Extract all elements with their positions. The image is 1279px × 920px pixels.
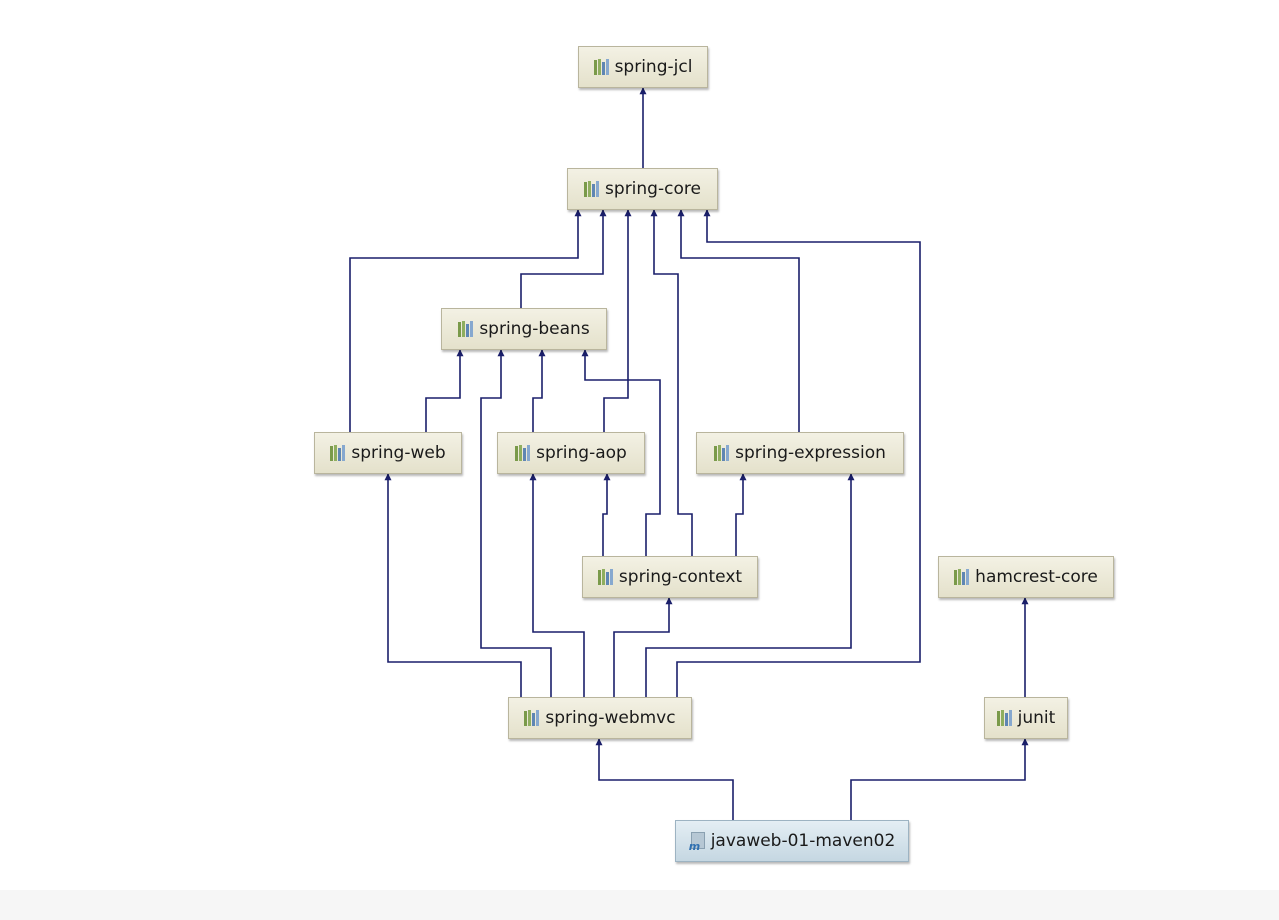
library-jar-icon <box>597 569 613 585</box>
edge-spring-expression-to-spring-core <box>677 209 800 432</box>
node-spring-core[interactable]: spring-core <box>567 168 718 210</box>
edge-spring-aop-to-spring-beans <box>532 349 546 432</box>
edge-spring-context-to-spring-beans <box>581 349 661 556</box>
node-junit[interactable]: junit <box>984 697 1068 739</box>
edge-spring-context-to-spring-core <box>650 209 693 556</box>
node-label: junit <box>1017 708 1056 728</box>
node-spring-beans[interactable]: spring-beans <box>441 308 607 350</box>
library-jar-icon <box>593 59 609 75</box>
edge-spring-context-to-spring-expression <box>735 473 747 556</box>
library-jar-icon <box>524 710 540 726</box>
edge-spring-context-to-spring-aop <box>602 473 611 556</box>
edge-spring-webmvc-to-spring-context <box>613 597 673 697</box>
dependency-edges <box>349 87 1029 820</box>
edge-spring-webmvc-to-spring-beans <box>480 349 552 697</box>
node-label: spring-beans <box>479 319 590 339</box>
node-label: spring-web <box>351 443 446 463</box>
library-jar-icon <box>458 321 474 337</box>
node-label: javaweb-01-maven02 <box>710 831 896 851</box>
edge-javaweb-01-maven02-to-junit <box>850 738 1029 820</box>
edge-spring-webmvc-to-spring-web <box>384 473 522 697</box>
library-jar-icon <box>330 445 346 461</box>
bottom-strip <box>0 890 1279 920</box>
node-spring-expression[interactable]: spring-expression <box>696 432 904 474</box>
edge-javaweb-01-maven02-to-spring-webmvc <box>595 738 734 820</box>
node-label: spring-jcl <box>614 57 693 77</box>
node-spring-jcl[interactable]: spring-jcl <box>578 46 708 88</box>
node-spring-webmvc[interactable]: spring-webmvc <box>508 697 692 739</box>
edge-spring-webmvc-to-spring-core <box>676 209 921 697</box>
edge-spring-aop-to-spring-core <box>603 209 632 432</box>
node-hamcrest-core[interactable]: hamcrest-core <box>938 556 1114 598</box>
library-jar-icon <box>954 569 970 585</box>
node-label: spring-webmvc <box>545 708 676 728</box>
edge-spring-webmvc-to-spring-expression <box>645 473 855 697</box>
node-label: spring-context <box>618 567 743 587</box>
edge-spring-webmvc-to-spring-aop <box>529 473 585 697</box>
node-spring-web[interactable]: spring-web <box>314 432 462 474</box>
edge-spring-web-to-spring-beans <box>425 349 464 432</box>
maven-module-icon: m <box>689 832 705 852</box>
node-label: spring-core <box>605 179 701 199</box>
edge-spring-web-to-spring-core <box>349 209 582 432</box>
node-label: spring-aop <box>536 443 627 463</box>
library-jar-icon <box>714 445 730 461</box>
library-jar-icon <box>515 445 531 461</box>
node-label: spring-expression <box>735 443 886 463</box>
node-spring-context[interactable]: spring-context <box>582 556 758 598</box>
node-spring-aop[interactable]: spring-aop <box>497 432 645 474</box>
library-jar-icon <box>584 181 600 197</box>
edge-spring-beans-to-spring-core <box>520 209 607 308</box>
node-label: hamcrest-core <box>975 567 1098 587</box>
library-jar-icon <box>996 710 1012 726</box>
